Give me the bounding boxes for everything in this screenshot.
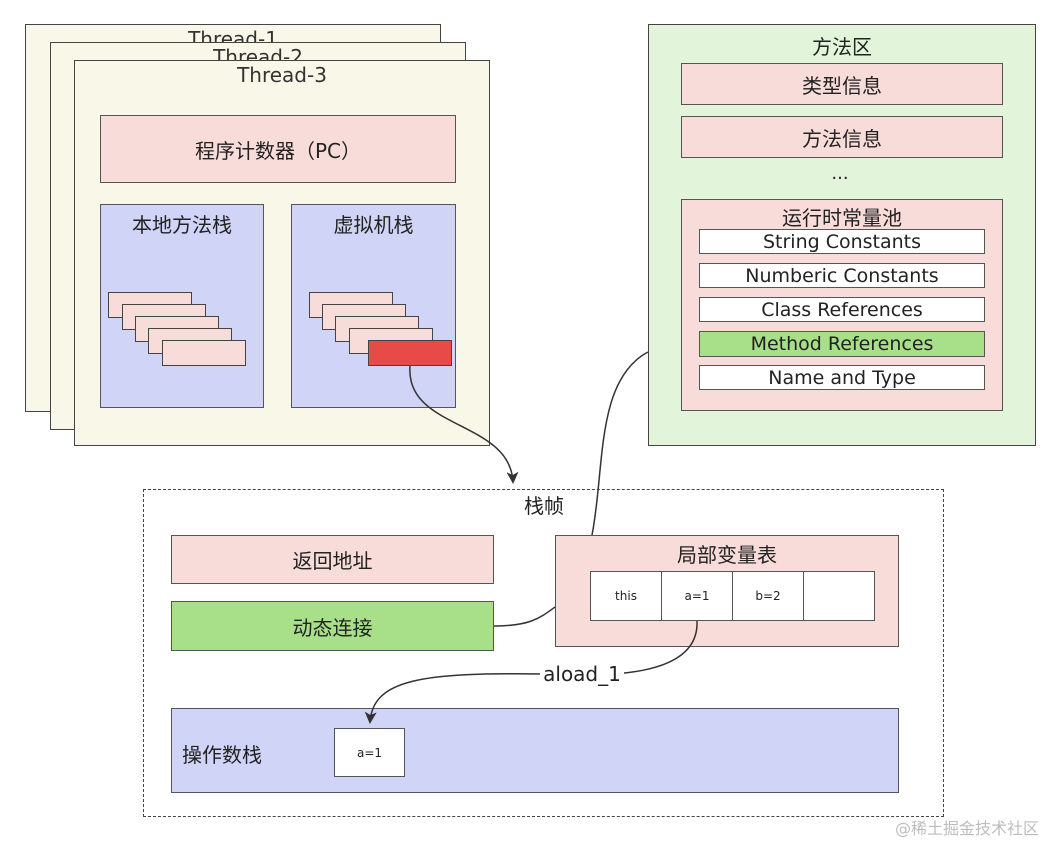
- method-area-title: 方法区: [812, 35, 872, 59]
- method-info: 方法信息: [681, 116, 1003, 158]
- local-var-slot-a: a=1: [661, 571, 733, 621]
- local-var-slot-b: b=2: [732, 571, 804, 621]
- vm-stack-current-frame: [368, 340, 452, 366]
- program-counter: 程序计数器（PC）: [100, 115, 456, 183]
- return-address: 返回地址: [171, 535, 494, 584]
- operand-stack: 操作数栈: [171, 708, 899, 793]
- runtime-constant-pool-title: 运行时常量池: [782, 206, 902, 230]
- native-method-stack-title: 本地方法栈: [132, 213, 232, 237]
- constant-class-references: Class References: [699, 297, 985, 322]
- constant-numeric: Numberic Constants: [699, 263, 985, 288]
- local-var-slot-this: this: [590, 571, 662, 621]
- local-var-slot-empty: [803, 571, 875, 621]
- operand-stack-item: a=1: [334, 728, 405, 777]
- local-variable-table-title: 局部变量表: [677, 543, 777, 567]
- constant-method-references: Method References: [699, 331, 985, 357]
- aload-instruction-label: aload_1: [540, 660, 624, 688]
- method-area-ellipsis: ...: [831, 162, 849, 184]
- vm-stack-title: 虚拟机栈: [333, 213, 414, 237]
- stack-frame-title: 栈帧: [500, 490, 588, 518]
- thread-3-title: Thread-3: [237, 63, 327, 87]
- stack-frame: [143, 489, 944, 817]
- dynamic-linking: 动态连接: [171, 601, 494, 651]
- constant-string: String Constants: [699, 229, 985, 254]
- native-stack-frame: [162, 340, 246, 366]
- operand-stack-title: 操作数栈: [182, 743, 262, 767]
- constant-name-and-type: Name and Type: [699, 365, 985, 390]
- type-info: 类型信息: [681, 63, 1003, 105]
- watermark: @稀土掘金技术社区: [895, 819, 1040, 838]
